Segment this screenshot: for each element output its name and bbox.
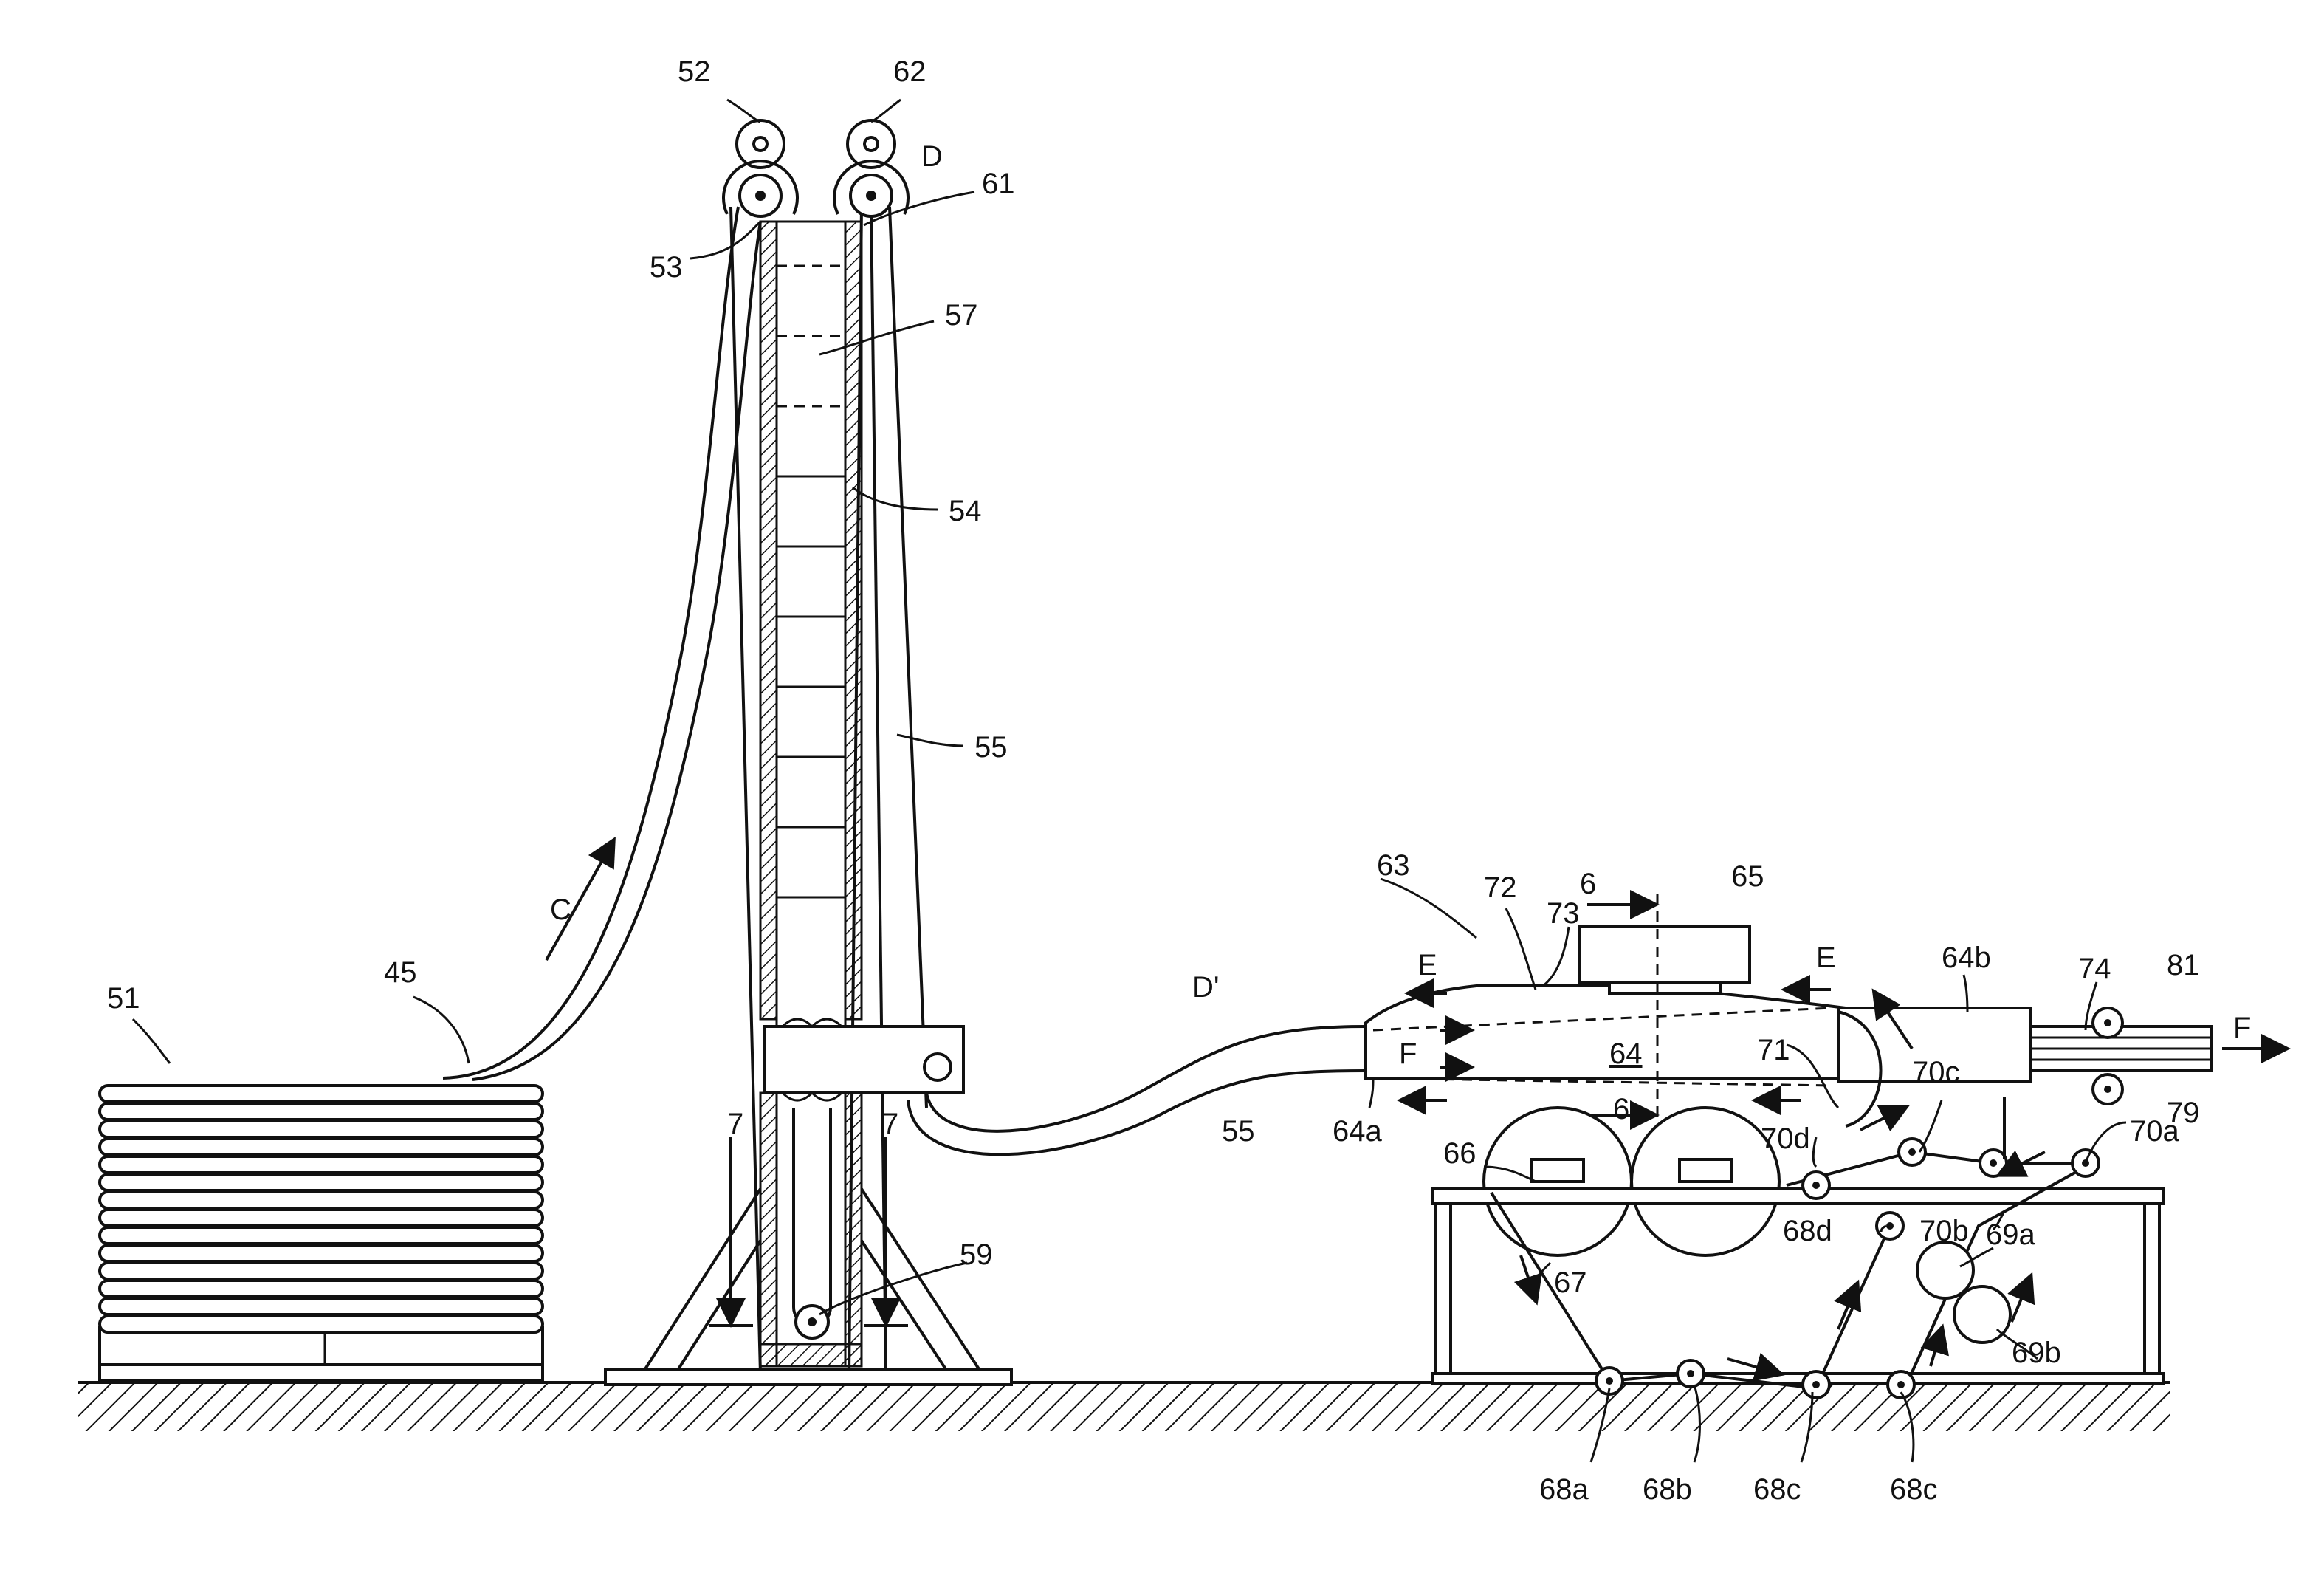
label-68c-left: 68c — [1753, 1473, 1801, 1506]
label-68d: 68d — [1783, 1215, 1832, 1247]
belt-roller-hub — [1990, 1159, 1997, 1167]
label-C: C — [550, 894, 571, 926]
label-52: 52 — [678, 55, 711, 88]
belt-roller-hub — [1897, 1381, 1905, 1388]
coil-turn — [100, 1281, 543, 1297]
coil-turn — [100, 1210, 543, 1226]
tower — [605, 207, 1011, 1385]
coil-stack — [100, 1086, 543, 1381]
label-59: 59 — [960, 1238, 993, 1271]
label-64: 64 — [1609, 1038, 1643, 1070]
ground — [78, 1382, 2170, 1431]
coil-turn — [100, 1156, 543, 1173]
label-62: 62 — [893, 55, 926, 88]
label-53: 53 — [650, 251, 683, 284]
belt-roller-hub — [1812, 1182, 1820, 1189]
label-D-prime: D' — [1192, 971, 1220, 1004]
label-72: 72 — [1484, 871, 1517, 904]
label-68a: 68a — [1539, 1473, 1589, 1506]
coil-turn — [100, 1263, 543, 1279]
label-61: 61 — [982, 168, 1015, 200]
label-70b: 70b — [1919, 1215, 1969, 1247]
label-45: 45 — [384, 956, 417, 989]
label-67: 67 — [1554, 1266, 1587, 1299]
belt-roller-hub — [1606, 1377, 1613, 1385]
coil-turn — [100, 1227, 543, 1244]
coil-turn — [100, 1192, 543, 1208]
coil-turn — [100, 1245, 543, 1261]
pipe-55 — [908, 1026, 1366, 1154]
coil-turn — [100, 1316, 543, 1332]
coil-turn — [100, 1298, 543, 1314]
label-7-left: 7 — [727, 1108, 743, 1140]
belt-roller-hub — [1908, 1148, 1916, 1156]
label-63: 63 — [1377, 849, 1410, 882]
label-66: 66 — [1443, 1137, 1476, 1170]
label-6-bottom: 6 — [1613, 1093, 1629, 1125]
coil-turn — [100, 1086, 543, 1102]
label-64a: 64a — [1333, 1115, 1382, 1148]
label-70d: 70d — [1761, 1122, 1810, 1155]
label-70a: 70a — [2130, 1115, 2179, 1148]
label-69b: 69b — [2012, 1337, 2061, 1369]
coil-turn — [100, 1103, 543, 1120]
label-70c: 70c — [1912, 1056, 1960, 1089]
label-64b: 64b — [1942, 942, 1991, 974]
label-7-right: 7 — [882, 1108, 898, 1140]
label-54: 54 — [949, 495, 982, 527]
label-71: 71 — [1757, 1034, 1790, 1066]
pipe-45 — [443, 207, 760, 1080]
label-6-top: 6 — [1580, 868, 1596, 900]
label-F-right: F — [2233, 1012, 2251, 1044]
top-pulleys — [723, 120, 908, 216]
label-65: 65 — [1731, 860, 1764, 893]
coil-turn — [100, 1174, 543, 1190]
label-68b: 68b — [1643, 1473, 1692, 1506]
coil-turn — [100, 1121, 543, 1137]
label-74: 74 — [2078, 953, 2111, 985]
belt-roller-hub — [1812, 1381, 1820, 1388]
label-E-left: E — [1417, 949, 1437, 981]
label-68c-right: 68c — [1890, 1473, 1938, 1506]
label-F-left: F — [1399, 1038, 1417, 1070]
belt-roller-hub — [1687, 1370, 1694, 1377]
label-73: 73 — [1547, 897, 1580, 930]
label-55-tower: 55 — [974, 731, 1008, 764]
label-51: 51 — [107, 982, 140, 1015]
label-E-right: E — [1816, 942, 1836, 974]
label-D: D — [921, 140, 943, 173]
label-81: 81 — [2167, 949, 2200, 981]
label-69a: 69a — [1986, 1218, 2035, 1251]
belt-roller-hub — [1886, 1222, 1894, 1230]
coil-turn — [100, 1139, 543, 1155]
label-55-pipe: 55 — [1222, 1115, 1255, 1148]
label-57: 57 — [945, 299, 978, 332]
